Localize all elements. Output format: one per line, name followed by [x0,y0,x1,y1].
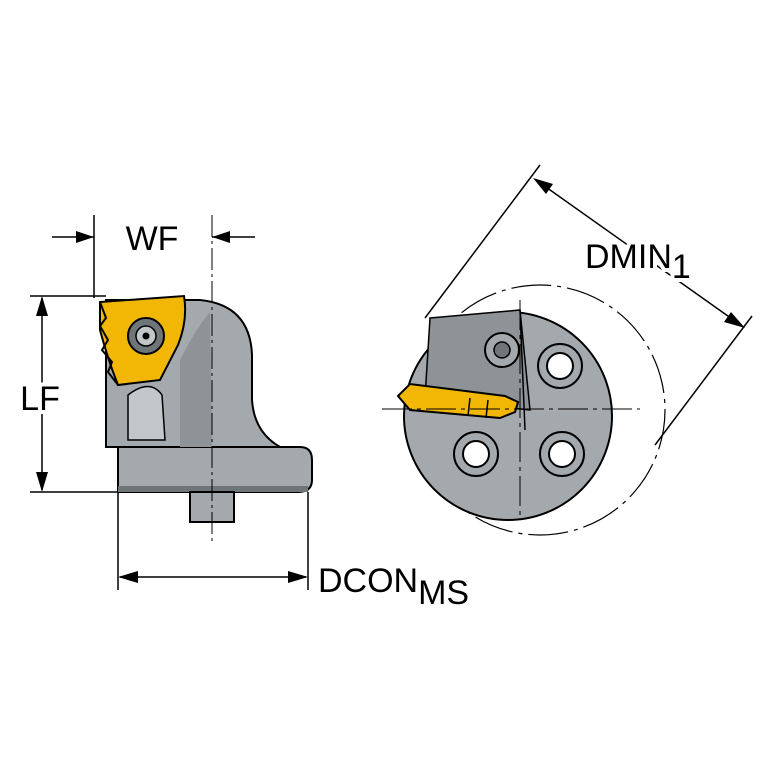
dcon-dimension [117,492,309,590]
insert-end-ridge [467,397,471,417]
dmin-subscript: 1 [672,248,691,286]
head-screw-inner [493,341,511,359]
body-shade [180,312,212,447]
wf-dimension [52,215,255,298]
body-pocket [127,385,166,441]
lf-label: LF [20,380,60,418]
dmin-main: DMIN [585,238,672,276]
bolt-hole [453,431,499,477]
dmin-dimension [424,164,753,446]
end-view [382,284,666,536]
flange-groove [118,486,308,492]
dmin-label: DMIN1 [585,238,691,286]
bolt-hole [537,343,583,389]
side-view [98,215,313,545]
dcon-subscript: MS [418,574,469,612]
bolt-hole [539,431,585,477]
head-seam [519,309,526,431]
wf-label: WF [126,220,179,258]
insert-teeth [98,301,119,386]
dcon-main: DCON [318,562,418,600]
dcon-label: DCONMS [318,562,469,612]
insert-screw-center [142,332,150,340]
lf-dimension [30,295,118,493]
flange [117,446,313,493]
